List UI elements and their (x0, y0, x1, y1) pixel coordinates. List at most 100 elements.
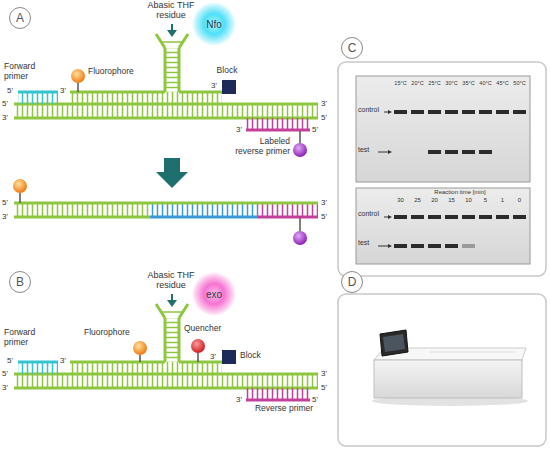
hairpin-fork (156, 304, 165, 318)
lane-label: 45°C (494, 80, 511, 86)
probe-strand (70, 361, 165, 364)
band-label: test (358, 146, 369, 154)
base-pairs (258, 203, 318, 217)
base-pairs (18, 92, 58, 104)
fluorophore-ball (13, 179, 27, 193)
hairpin-strand (178, 318, 181, 362)
hairpin-pairs (165, 318, 179, 362)
probe-strand (179, 91, 222, 94)
product-strand (258, 216, 318, 219)
base-pairs (70, 92, 222, 104)
annotation-text: Abasic THF residue (140, 0, 202, 21)
enzyme-glow: Nfo (192, 2, 236, 46)
panel-b-duplex (14, 294, 318, 400)
node-text: C (348, 41, 357, 55)
probe-strand (70, 91, 165, 94)
hairpin-fork (156, 34, 165, 48)
strand-end: 3' (321, 198, 327, 207)
axis-title: Reaction time [min] (392, 189, 528, 196)
strand-end: 3' (321, 99, 327, 108)
band-label: control (358, 106, 379, 114)
strand-end: 3' (2, 383, 8, 392)
label-ball (293, 231, 307, 245)
quencher-label: Quencher (184, 324, 221, 334)
device-body (374, 360, 522, 398)
hairpin-fork (162, 311, 182, 313)
primer-label: Forward primer (4, 62, 56, 82)
strand-end: 5' (2, 99, 8, 108)
band-pointer (388, 215, 392, 219)
hairpin-fork (179, 304, 188, 318)
lane-label: 50°C (511, 80, 528, 86)
panel-a-product (13, 179, 318, 245)
fluorophore-ball (71, 69, 85, 83)
strand-end: 5' (2, 369, 8, 378)
primer-label: Reverse primer (244, 404, 324, 414)
strand-end: 5' (312, 395, 318, 404)
base-pairs (246, 118, 310, 130)
hairpin-strand (164, 318, 167, 362)
panel-letter: D (341, 271, 363, 293)
strand-end: 5' (321, 113, 327, 122)
strand-end: 3' (321, 369, 327, 378)
strand-end: 3' (2, 212, 8, 221)
hairpin-pairs (165, 48, 179, 92)
lane-label: 5 (477, 197, 494, 204)
strand-end: 5' (312, 125, 318, 134)
lane-label: 40°C (477, 80, 494, 86)
node-text: A (16, 11, 24, 25)
lane-label: 25 (409, 197, 426, 204)
strand-end: 3' (60, 356, 66, 365)
band-label: test (358, 239, 369, 247)
gel-band (426, 150, 494, 154)
enzyme-glow: exo (192, 272, 236, 316)
base-pairs (246, 388, 310, 400)
quencher-ball (191, 339, 205, 353)
reverse-primer-strand (246, 399, 310, 402)
linker (299, 218, 301, 231)
forward-primer-strand (18, 91, 58, 94)
block-label: Block (212, 66, 242, 76)
lane-label: 35°C (460, 80, 477, 86)
block-cap (222, 80, 236, 94)
gel-band (392, 244, 460, 248)
linker (197, 353, 199, 362)
label-ball (293, 143, 307, 157)
lane-label: 10 (460, 197, 477, 204)
panel-letter: C (341, 37, 363, 59)
pointer-arrow (171, 294, 173, 301)
node-text: B (16, 275, 24, 289)
lane-label: 15°C (392, 80, 409, 86)
pointer-arrow (167, 30, 177, 37)
node-text: exo (206, 289, 222, 300)
gel-band (462, 244, 475, 248)
lane-label: 20°C (409, 80, 426, 86)
strand-end: 5' (321, 212, 327, 221)
hairpin-fork (179, 34, 188, 48)
band-pointer (378, 246, 389, 247)
step-arrow (156, 158, 188, 188)
fluorophore-ball (133, 341, 147, 355)
hairpin-fork (162, 41, 182, 43)
lane-label: 20 (426, 197, 443, 204)
gel-image (356, 188, 530, 264)
strand-end: 3' (2, 113, 8, 122)
forward-primer-strand (18, 361, 58, 364)
primer-label: Forward primer (4, 328, 56, 348)
fluorophore-label: Fluorophore (84, 328, 130, 338)
strand-end: 5' (2, 198, 8, 207)
block-label: Block (240, 351, 261, 361)
lane-label: 25°C (426, 80, 443, 86)
panel-letter: A (9, 7, 31, 29)
annotation-text: Abasic THF residue (140, 270, 202, 291)
device-screen (380, 330, 408, 356)
panel-frame (338, 62, 546, 276)
lane-label: 1 (494, 197, 511, 204)
base-pairs (150, 203, 258, 217)
base-pairs (14, 374, 318, 388)
gel-image (356, 76, 530, 182)
strand-end: 3' (236, 125, 242, 134)
strand-end: 3' (211, 81, 217, 90)
